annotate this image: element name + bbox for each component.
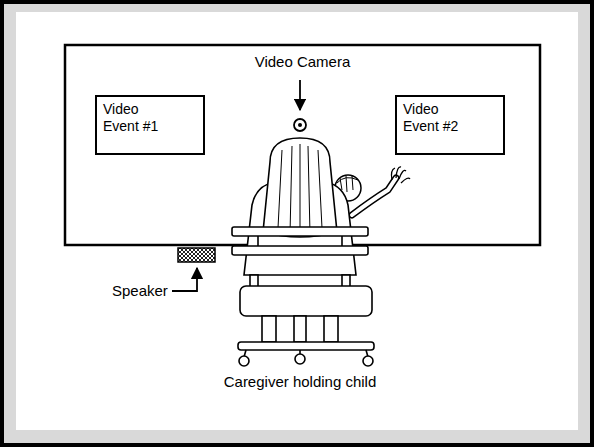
camera-lens-dot bbox=[298, 123, 302, 127]
caption-label: Caregiver holding child bbox=[222, 373, 379, 390]
speaker-symbol bbox=[178, 248, 215, 262]
box-text: Video Event #1 bbox=[103, 101, 175, 135]
video-event-box: Video Event #2 bbox=[395, 95, 505, 155]
box-text: Video Camera bbox=[65, 53, 540, 71]
camera-lens bbox=[294, 119, 306, 131]
video-event-box: Video Event #1 bbox=[95, 95, 205, 155]
camera-arrow bbox=[299, 80, 301, 110]
screen-area: Video CameraVideo Event #1 Video Event #2 bbox=[65, 45, 540, 245]
caregiver-figure bbox=[232, 138, 374, 366]
speaker-leader bbox=[172, 268, 197, 291]
part-label: Speaker bbox=[110, 282, 170, 299]
box-text: Video Event #2 bbox=[403, 101, 475, 135]
screen-outline bbox=[65, 45, 540, 245]
